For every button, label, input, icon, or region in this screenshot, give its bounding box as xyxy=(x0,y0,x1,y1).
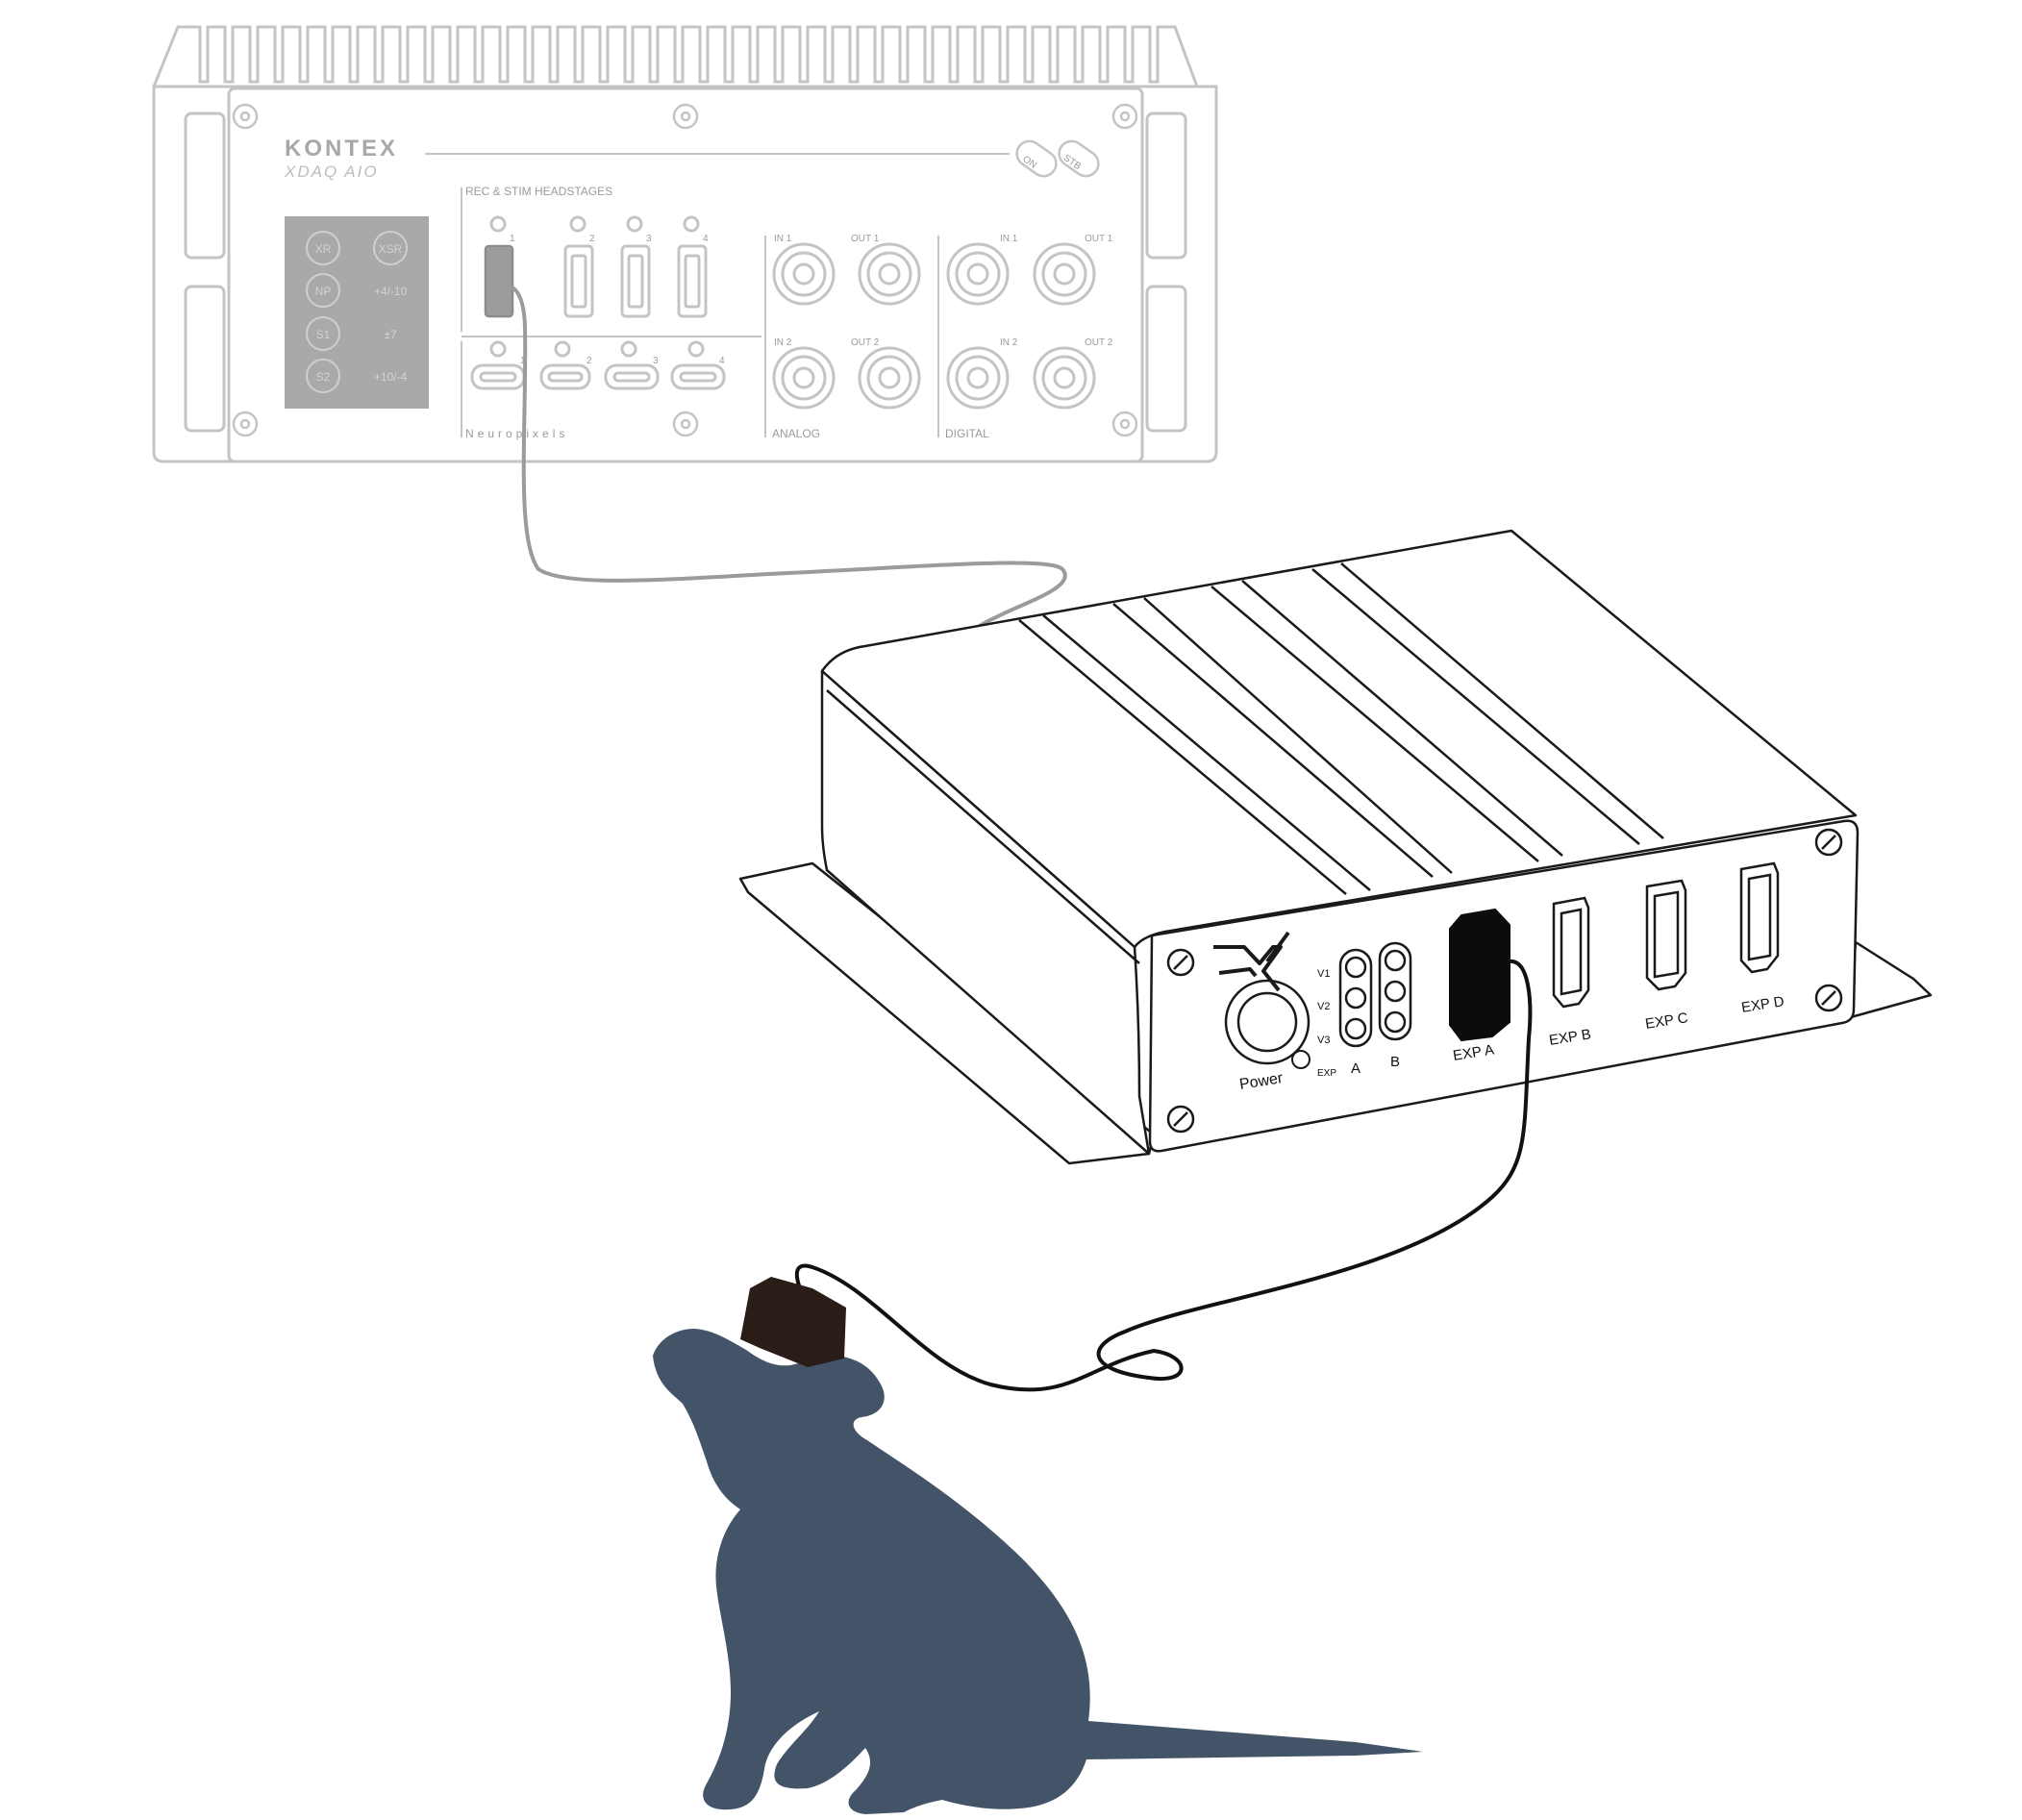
xdaq-heatsink-fins xyxy=(152,25,1199,87)
xdaq-digital-in2-label: IN 2 xyxy=(1000,337,1018,348)
xdaq-analog-out2-label: OUT 2 xyxy=(851,337,880,348)
xdaq-hdmi-ports xyxy=(484,215,708,318)
xdaq-handle-right-top xyxy=(1145,112,1187,260)
exp-c-port[interactable] xyxy=(1645,879,1687,991)
xdaq-hdmi-4-label: 4 xyxy=(703,234,709,244)
xdaq-voltage-buttons xyxy=(306,231,408,393)
xdaq-panel-np: NP xyxy=(315,285,332,298)
xdaq-analog-out1-label: OUT 1 xyxy=(851,234,880,244)
grey-cable xyxy=(497,282,1067,629)
xdaq-voltage-panel xyxy=(285,216,429,409)
xdaq-hdmi-1-plug xyxy=(485,245,513,317)
xdaq-chassis xyxy=(152,85,1218,463)
xdaq-usbc-2-label: 2 xyxy=(587,356,592,366)
exp-b-label: EXP B xyxy=(1548,1026,1592,1049)
expander-side xyxy=(820,669,1151,1156)
xdaq-hdmi-3-label: 3 xyxy=(646,234,652,244)
led-label-v1: V1 xyxy=(1317,968,1330,980)
exp-c-label: EXP C xyxy=(1644,1010,1689,1033)
power-button[interactable] xyxy=(1224,979,1311,1065)
xdaq-front-panel xyxy=(227,87,1144,463)
xdaq-usbc-ports xyxy=(470,340,726,390)
led-label-v3: V3 xyxy=(1317,1035,1330,1046)
xdaq-brand: KONTEX xyxy=(285,136,398,162)
expander-device xyxy=(738,529,1933,1165)
power-label: Power xyxy=(1238,1070,1285,1093)
xdaq-handle-right-bottom xyxy=(1145,285,1187,433)
exp-a-port-plugged xyxy=(1449,908,1510,1042)
xdaq-digital-out2-label: OUT 2 xyxy=(1085,337,1113,348)
xdaq-usbc-1-label: 1 xyxy=(520,356,526,366)
headstage-connector xyxy=(740,1277,846,1367)
expander-leds xyxy=(1338,941,1412,1048)
xdaq-panel-v2: ±7 xyxy=(384,328,397,341)
xdaq-section-digital: DIGITAL xyxy=(945,427,989,440)
led-label-b: B xyxy=(1390,1054,1400,1070)
exp-d-port[interactable] xyxy=(1739,861,1780,974)
expander-logo xyxy=(1213,931,1290,992)
xdaq-led-on-label: ON xyxy=(1020,154,1038,171)
xdaq-analog-in2-label: IN 2 xyxy=(774,337,792,348)
led-label-v2: V2 xyxy=(1317,1001,1330,1012)
black-cable xyxy=(794,960,1533,1392)
xdaq-status-leds xyxy=(1015,139,1100,178)
xdaq-handle-left-top xyxy=(184,112,226,260)
rat-silhouette xyxy=(653,1329,1423,1814)
xdaq-usbc-4-label: 4 xyxy=(719,356,725,366)
expander-screws xyxy=(1166,828,1843,1134)
xdaq-device xyxy=(152,25,1218,463)
exp-a-label: EXP A xyxy=(1452,1041,1495,1064)
expander-top xyxy=(820,529,1858,949)
xdaq-model: XDAQ AIO xyxy=(284,162,379,181)
led-label-a: A xyxy=(1351,1060,1360,1077)
xdaq-hdmi-2-label: 2 xyxy=(589,234,595,244)
xdaq-panel-s1: S1 xyxy=(316,328,331,341)
xdaq-panel-v1: +4/-10 xyxy=(374,285,408,298)
xdaq-hdmi-1-label: 1 xyxy=(510,234,515,244)
xdaq-section-neuropixels: Neuropixels xyxy=(465,427,568,440)
xdaq-section-headstages: REC & STIM HEADSTAGES xyxy=(465,185,612,198)
xdaq-usbc-3-label: 3 xyxy=(653,356,659,366)
led-label-exp: EXP xyxy=(1317,1068,1336,1079)
exp-d-label: EXP D xyxy=(1740,993,1785,1016)
xdaq-panel-v3: +10/-4 xyxy=(374,370,408,384)
power-led xyxy=(1291,1050,1311,1069)
expander-top-grooves xyxy=(826,562,1664,964)
xdaq-panel-xr: XR xyxy=(315,242,332,256)
xdaq-panel-xsr: XSR xyxy=(379,242,403,256)
xdaq-digital-out1-label: OUT 1 xyxy=(1085,234,1113,244)
xdaq-panel-s2: S2 xyxy=(316,370,331,384)
expander-flange-right xyxy=(1849,940,1933,1019)
exp-b-port[interactable] xyxy=(1552,896,1590,1009)
xdaq-analog-in1-label: IN 1 xyxy=(774,234,792,244)
xdaq-section-analog: ANALOG xyxy=(772,427,820,440)
xdaq-handle-left-bottom xyxy=(184,285,226,433)
xdaq-screws xyxy=(232,103,1138,437)
xdaq-digital-in1-label: IN 1 xyxy=(1000,234,1018,244)
xdaq-bnc-connectors xyxy=(772,242,1096,410)
